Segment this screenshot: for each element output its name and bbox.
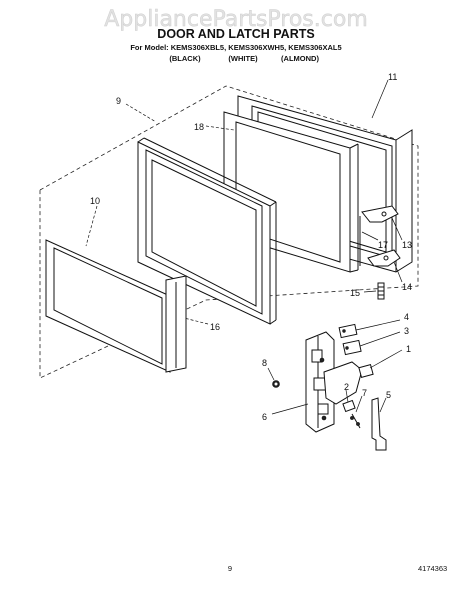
part-1-latch-lever [323,361,363,405]
part-1-small-switch [358,364,374,378]
part-8-screw [272,380,280,388]
callout-18: 18 [194,122,204,132]
callout-15: 15 [350,288,360,298]
leader-3 [359,331,401,347]
part-13-upper-hook [361,205,399,223]
callout-7: 7 [362,388,367,398]
door-assembly-outline [39,85,419,379]
callout-9: 9 [116,96,121,106]
leader-4 [355,319,401,331]
leader-2 [345,389,349,403]
callout-1: 1 [406,344,411,354]
diagram-title: DOOR AND LATCH PARTS [157,27,314,41]
callout-6: 6 [262,412,267,422]
leader-15 [363,290,377,293]
leader-9 [125,103,157,123]
leader-6 [271,403,309,415]
part-6-latch-housing [305,331,335,433]
leader-10 [85,205,98,247]
callout-8: 8 [262,358,267,368]
part-15-spring [377,282,385,300]
footer-doc-number: 4174363 [418,564,447,573]
part-9-door-frame [137,137,277,325]
leader-16 [183,317,209,325]
leader-5 [379,397,387,413]
leader-14 [393,261,403,283]
variant-black: (BLACK) [169,54,201,63]
leader-13 [391,217,403,241]
callout-14: 14 [402,282,412,292]
part-10-window-panel [45,239,171,373]
part-5-plunger [371,397,387,451]
watermark-text: AppliancePartsPros.com [104,7,368,32]
part-3-switch [342,339,362,356]
callout-17: 17 [378,240,388,250]
callout-5: 5 [386,390,391,400]
part-2-screw [342,399,356,413]
footer-page-number: 9 [228,564,232,573]
leader-1 [369,349,403,369]
leader-8 [267,367,275,381]
callout-13: 13 [402,240,412,250]
part-4-switch [338,323,358,339]
variant-white: (WHITE) [228,54,258,63]
callout-4: 4 [404,312,409,322]
callout-2: 2 [344,382,349,392]
part-7-pin [350,413,361,429]
callout-3: 3 [404,326,409,336]
callout-11: 11 [388,72,397,82]
callout-16: 16 [210,322,220,332]
leader-11 [371,79,389,119]
leader-17 [361,231,379,241]
callout-10: 10 [90,196,100,206]
leader-7 [355,395,363,413]
model-line: For Model: KEMS306XBL5, KEMS306XWH5, KEM… [130,43,341,52]
part-16-door-strip [165,275,187,373]
variant-almond: (ALMOND) [281,54,319,63]
